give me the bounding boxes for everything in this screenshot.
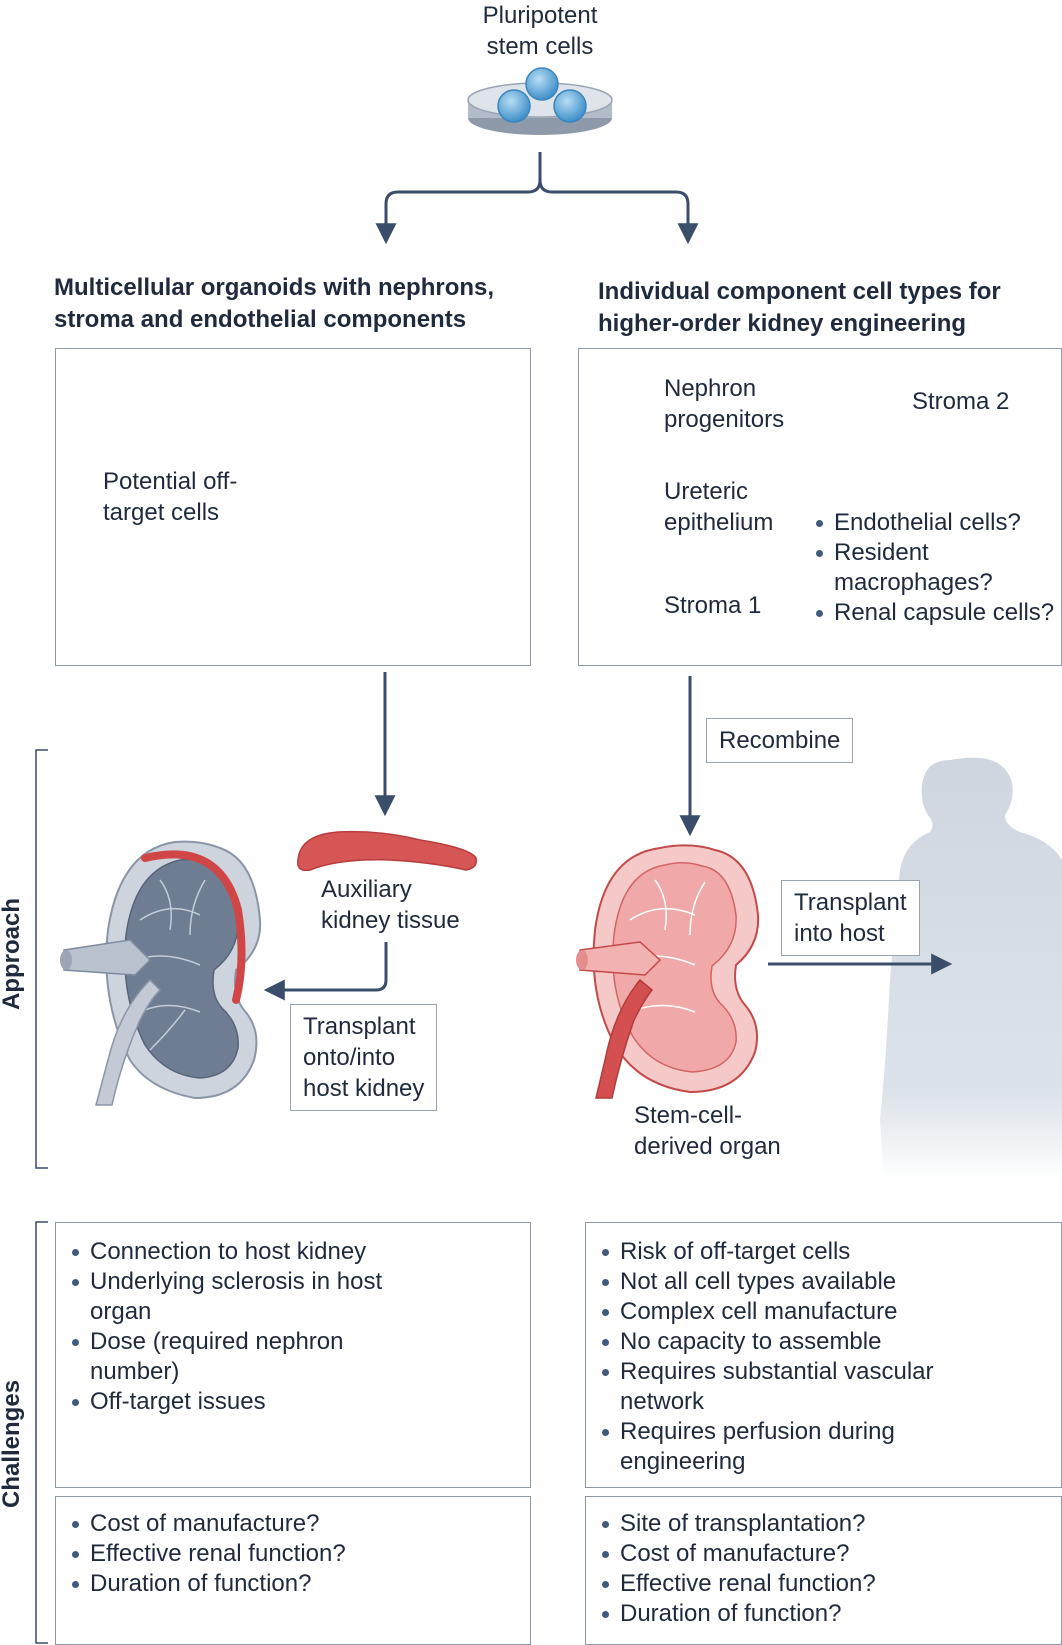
left-questions-box: Cost of manufacture? Effective renal fun…: [55, 1496, 531, 1645]
left-heading: Multicellular organoids with nephrons, s…: [54, 274, 495, 333]
challenges-bracket: [35, 1221, 48, 1644]
list-item: Not all cell types available: [600, 1267, 970, 1297]
recombine-label: Recombine: [706, 718, 854, 763]
nephron-progenitors-label: Nephron progenitors: [664, 375, 785, 433]
right-heading: Individual component cell types for high…: [598, 278, 1001, 337]
list-item: Renal capsule cells?: [814, 598, 1060, 628]
list-item: No capacity to assemble: [600, 1327, 970, 1357]
list-item: Requires substantial vascular network: [600, 1357, 970, 1417]
approach-bracket: [35, 749, 48, 1169]
auxiliary-arrow: [263, 942, 388, 1001]
list-item: Effective renal function?: [70, 1539, 516, 1569]
list-item: Endothelial cells?: [814, 508, 1060, 538]
stroma-1-label: Stroma 1: [664, 592, 762, 619]
right-challenges-box: Risk of off-target cells Not all cell ty…: [585, 1222, 1062, 1488]
list-item: Effective renal function?: [600, 1569, 1047, 1599]
list-item: Off-target issues: [70, 1387, 420, 1417]
list-item: Dose (required nephron number): [70, 1327, 420, 1387]
right-questions-box: Site of transplantation? Cost of manufac…: [585, 1496, 1062, 1645]
petri-dish-icon: [467, 67, 613, 135]
auxiliary-tissue-icon: [297, 830, 478, 872]
transplant-into-host-label: Transplant into host: [781, 880, 920, 956]
list-item: Risk of off-target cells: [600, 1237, 970, 1267]
list-item: Cost of manufacture?: [600, 1539, 1047, 1569]
stem-cell-derived-organ-label: Stem-cell- derived organ: [634, 1102, 781, 1160]
list-item: Cost of manufacture?: [70, 1509, 516, 1539]
list-item: Site of transplantation?: [600, 1509, 1047, 1539]
list-item: Underlying sclerosis in host organ: [70, 1267, 420, 1327]
stem-cell-derived-kidney-icon: [576, 844, 760, 1099]
left-challenges-box: Connection to host kidney Underlying scl…: [55, 1222, 531, 1488]
list-item: Complex cell manufacture: [600, 1297, 970, 1327]
list-item: Requires perfusion during engineering: [600, 1417, 970, 1477]
off-target-cells-label: Potential off- target cells: [103, 468, 238, 526]
stroma-2-label: Stroma 2: [912, 388, 1010, 415]
ureteric-epithelium-label: Ureteric epithelium: [664, 478, 774, 536]
challenges-label: Challenges: [0, 1379, 25, 1508]
list-item: Resident macrophages?: [814, 538, 1060, 598]
split-arrow: [375, 152, 699, 245]
list-item: Connection to host kidney: [70, 1237, 420, 1267]
auxiliary-kidney-tissue-label: Auxiliary kidney tissue: [321, 876, 460, 934]
approach-label: Approach: [0, 897, 25, 1010]
transplant-host-kidney-label: Transplant onto/into host kidney: [290, 1004, 438, 1111]
pluripotent-stem-cells-label: Pluripotent stem cells: [482, 2, 598, 60]
other-cells-list: Endothelial cells? Resident macrophages?…: [814, 508, 1060, 628]
list-item: Duration of function?: [600, 1599, 1047, 1629]
list-item: Duration of function?: [70, 1569, 516, 1599]
host-kidney-icon: [60, 840, 262, 1106]
human-silhouette-icon: [880, 757, 1062, 1180]
organoid-box: [55, 348, 531, 666]
